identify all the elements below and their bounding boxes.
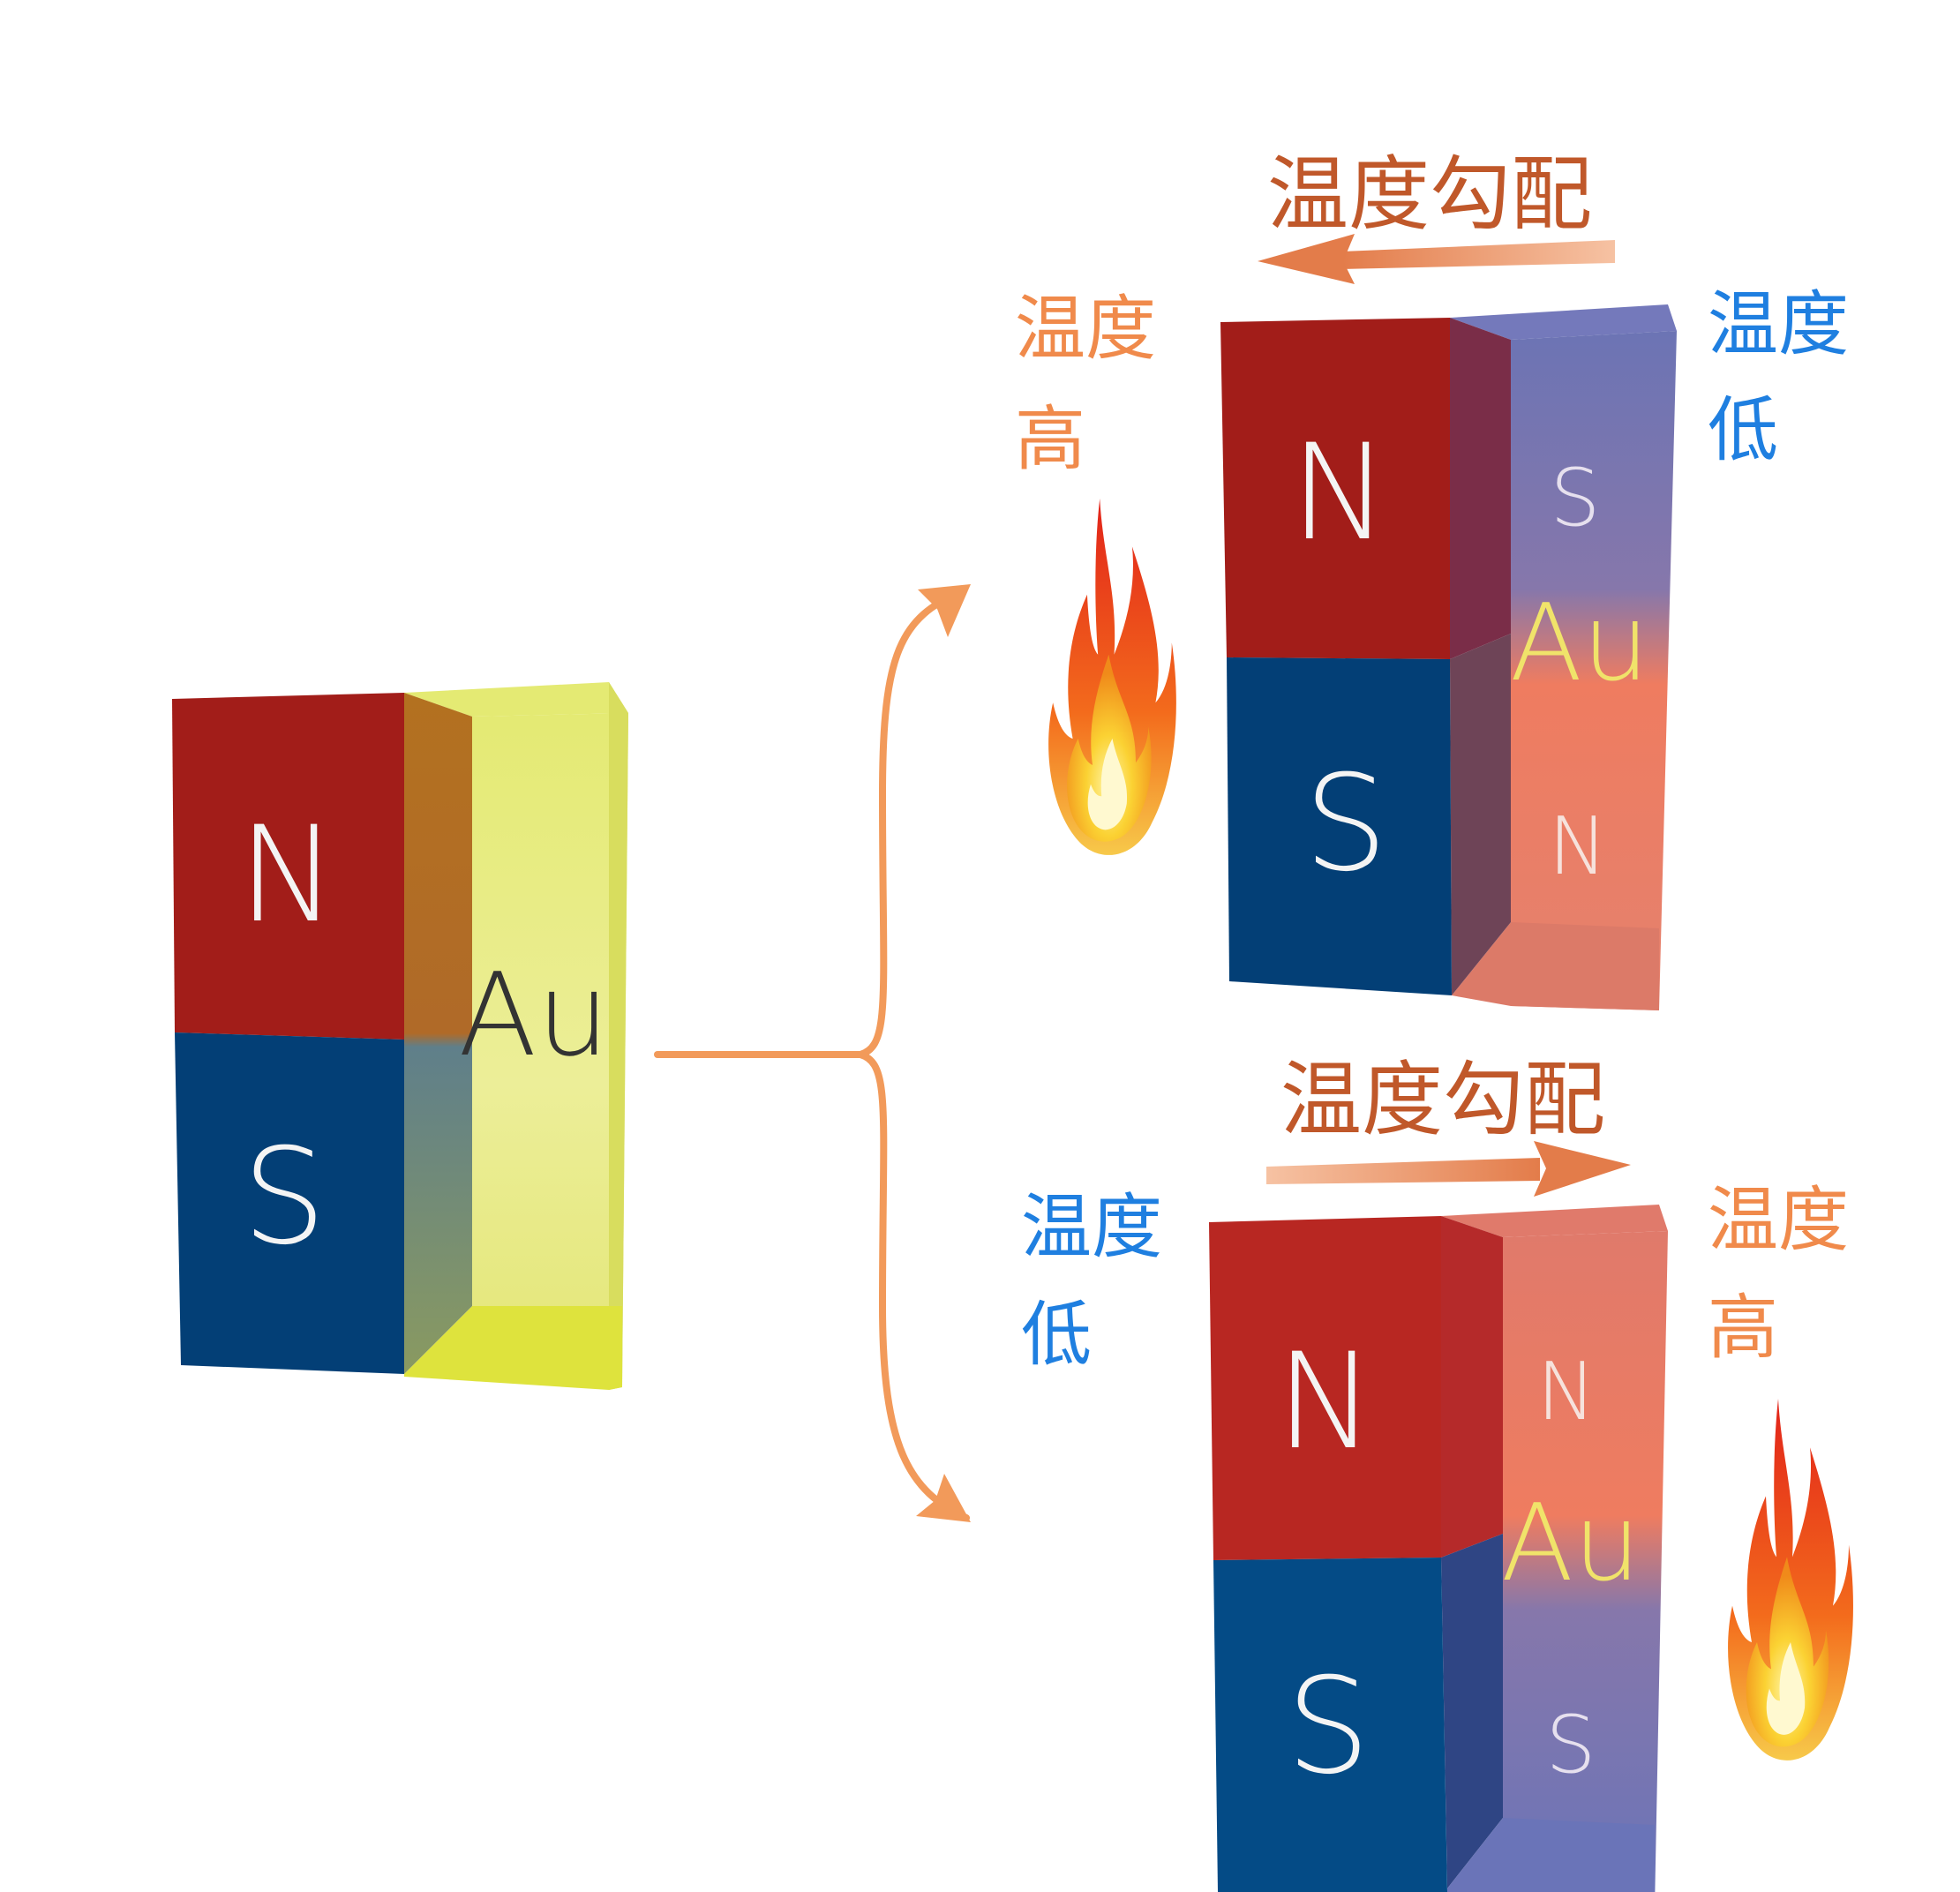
north-pole-block: [1209, 1216, 1441, 1560]
top-cold-label-line1: 温度: [1708, 283, 1849, 365]
north-pole-label: N: [238, 799, 337, 952]
south-pole-block: [175, 1032, 404, 1374]
north-pole-label: N: [1290, 417, 1389, 570]
top-gradient-label: 温度勾配: [1267, 147, 1592, 242]
bottom-film-bottom-face: [1447, 1818, 1655, 1892]
left-magnet: N S Au: [172, 682, 628, 1390]
flame-icon: [1728, 1399, 1853, 1761]
north-pole-block: [172, 693, 404, 1040]
induced-north-label: N: [1536, 1346, 1596, 1438]
bottom-right-magnet: 温度勾配 温度 低 温度 高 N S N Au S: [1021, 1053, 1853, 1892]
gold-film-label: Au: [458, 948, 609, 1082]
top-gradient-arrow-shaft: [1341, 240, 1615, 269]
upper-branch-curve: [857, 588, 965, 1058]
upper-arrowhead: [918, 584, 971, 637]
south-pole-block: [1213, 1558, 1447, 1892]
top-gradient-arrowhead: [1258, 234, 1355, 284]
top-cold-label-line2: 低: [1708, 389, 1778, 471]
induced-north-label: N: [1548, 800, 1607, 893]
top-film-face: [1511, 331, 1677, 1010]
bottom-hot-label-line1: 温度: [1708, 1179, 1849, 1261]
bottom-magnet-side-upper: [1441, 1216, 1503, 1558]
left-film-top-face: [404, 682, 628, 717]
south-pole-label: S: [1286, 1650, 1370, 1804]
bottom-gradient-arrowhead: [1534, 1141, 1631, 1197]
bottom-hot-label-line2: 高: [1708, 1287, 1778, 1369]
top-hot-label-line1: 温度: [1015, 288, 1156, 370]
north-pole-block: [1220, 318, 1450, 659]
top-film-top-face: [1450, 304, 1677, 340]
north-pole-label: N: [1276, 1325, 1375, 1479]
top-right-magnet: 温度勾配 温度 高 温度 低 N S S Au N: [1015, 147, 1849, 1010]
flame-icon: [1048, 499, 1176, 855]
bottom-cold-label-line1: 温度: [1021, 1186, 1162, 1268]
induced-south-label: S: [1550, 452, 1600, 544]
top-film-bottom-face: [1452, 922, 1659, 1010]
bottom-film-face: [1503, 1231, 1668, 1892]
bottom-film-top-face: [1441, 1205, 1668, 1237]
bottom-magnet-side-lower: [1441, 1534, 1503, 1888]
gold-film-label: Au: [1510, 582, 1649, 705]
gold-film-label: Au: [1501, 1483, 1641, 1605]
left-film-face: [472, 713, 628, 1387]
left-magnet-side-face: [404, 693, 472, 1374]
lower-branch-curve: [857, 1051, 970, 1521]
lower-arrowhead: [916, 1474, 971, 1522]
induced-south-label: S: [1545, 1699, 1596, 1791]
bottom-gradient-arrow-shaft: [1266, 1158, 1540, 1184]
left-film-right-face: [609, 682, 628, 1390]
top-magnet-side-lower: [1450, 634, 1511, 995]
bottom-cold-label-line2: 低: [1021, 1294, 1092, 1376]
left-film-bottom-face: [404, 1306, 622, 1390]
top-hot-label-line2: 高: [1015, 398, 1085, 480]
branch-arrows: [654, 588, 970, 1521]
south-pole-label: S: [1303, 747, 1387, 901]
top-magnet-side-upper: [1450, 318, 1511, 659]
south-pole-block: [1227, 657, 1452, 995]
south-pole-label: S: [242, 1121, 326, 1274]
bottom-gradient-label: 温度勾配: [1280, 1053, 1605, 1147]
